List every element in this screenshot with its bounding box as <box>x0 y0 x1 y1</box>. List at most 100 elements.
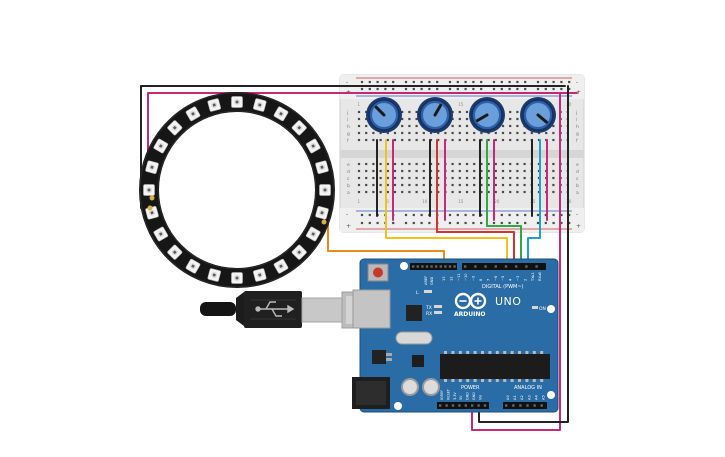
potentiometer-2[interactable] <box>417 97 453 133</box>
ring-led <box>253 268 267 282</box>
digital-pin-label: ~3 <box>516 276 520 281</box>
ring-led <box>273 106 289 122</box>
breadboard-hole <box>365 138 368 142</box>
power-pin-label: RESET <box>446 388 450 400</box>
breadboard-hole <box>509 138 512 142</box>
rail-hole <box>464 213 467 217</box>
header-power <box>437 402 489 409</box>
rail-hole <box>404 87 408 91</box>
row-letter: c <box>347 177 350 182</box>
rail-hole <box>368 80 371 84</box>
rail-hole <box>448 87 452 91</box>
led-label-on: ON <box>539 306 546 312</box>
rail-hole <box>544 87 547 91</box>
wire-arduino-5v[interactable] <box>471 92 561 431</box>
breadboard-hole <box>501 176 505 180</box>
breadboard-hole <box>437 162 440 166</box>
breadboard-hole <box>465 138 469 142</box>
breadboard-hole <box>401 124 404 128</box>
breadboard-hole <box>422 176 425 180</box>
rail-hole <box>428 87 431 91</box>
ring-led <box>315 160 329 174</box>
arduino-model-text: UNO <box>495 295 521 308</box>
digital-pin-label: ~10 <box>464 273 468 281</box>
potentiometer-1[interactable] <box>366 97 402 133</box>
digital-pin-label: 7 <box>486 279 490 281</box>
ring-led <box>153 138 169 154</box>
arduino-logo-text: ARDUINO <box>454 311 485 318</box>
breadboard-hole <box>415 190 418 194</box>
breadboard-hole <box>509 117 512 121</box>
breadboard-hole <box>365 190 368 194</box>
rail-hole <box>568 80 571 84</box>
breadboard-hole <box>372 169 375 173</box>
breadboard-hole <box>437 183 440 187</box>
breadboard-hole <box>365 117 368 121</box>
potentiometer-4[interactable] <box>520 97 556 133</box>
arduino-uno[interactable]: L TX RX ON ARDUINO UNO DIGITAL (PWM~) PO… <box>352 258 559 413</box>
breadboard-hole <box>379 162 382 166</box>
rail-hole <box>524 80 527 84</box>
potentiometers[interactable] <box>366 97 556 133</box>
power-pin-label: GND <box>466 392 470 400</box>
rail-hole <box>456 80 459 84</box>
rail-hole <box>560 213 563 217</box>
rail-hole <box>524 213 527 217</box>
breadboard-hole <box>473 131 476 135</box>
breadboard-hole <box>552 162 555 166</box>
breadboard-hole <box>444 131 447 135</box>
breadboard-hole <box>465 183 469 187</box>
rail-hole <box>412 87 415 91</box>
breadboard-hole <box>379 169 382 173</box>
breadboard-hole <box>415 162 418 166</box>
rail-hole <box>500 87 503 91</box>
ring-led <box>207 98 221 112</box>
breadboard-hole <box>357 169 361 173</box>
rail-hole <box>508 80 511 84</box>
breadboard-hole <box>415 131 418 135</box>
breadboard-hole <box>523 176 526 180</box>
breadboard-hole <box>408 138 411 142</box>
analog-pin-label: A5 <box>542 395 546 400</box>
breadboard-hole <box>365 124 368 128</box>
rail-hole <box>552 213 555 217</box>
analog-pin-label: A3 <box>527 395 531 400</box>
breadboard-hole <box>401 183 404 187</box>
breadboard-hole <box>509 162 512 166</box>
reset-button[interactable] <box>373 267 383 278</box>
breadboard-hole <box>480 138 483 142</box>
breadboard-hole <box>516 176 519 180</box>
rail-hole <box>436 80 439 84</box>
usb-symbol-icon <box>255 301 295 317</box>
ring-led <box>143 184 155 196</box>
breadboard-hole <box>408 176 411 180</box>
rail-hole <box>568 213 571 217</box>
power-pin-label: 5V <box>459 395 463 400</box>
digital-pin-label: 13 <box>442 276 446 281</box>
breadboard-hole <box>451 183 454 187</box>
breadboard-hole <box>451 124 454 128</box>
breadboard-hole <box>415 183 418 187</box>
rail-hole <box>360 213 364 217</box>
breadboard-hole <box>487 183 490 187</box>
breadboard-hole <box>501 131 505 135</box>
breadboard-hole <box>523 162 526 166</box>
column-number: 30 <box>566 102 572 107</box>
column-number: 1 <box>358 102 361 107</box>
breadboard-hole <box>372 190 375 194</box>
rail-hole <box>560 221 563 225</box>
led-label-l: L <box>416 290 419 296</box>
breadboard-hole <box>379 138 382 142</box>
breadboard-hole <box>408 162 411 166</box>
rail-hole <box>448 80 452 84</box>
analog-pin-label: A2 <box>520 395 524 400</box>
rail-hole <box>376 87 379 91</box>
neopixel-ring[interactable] <box>139 92 335 288</box>
rail-hole <box>392 221 395 225</box>
potentiometer-3[interactable] <box>469 97 505 133</box>
led-label-tx: TX <box>425 305 432 311</box>
ring-led <box>185 106 201 122</box>
